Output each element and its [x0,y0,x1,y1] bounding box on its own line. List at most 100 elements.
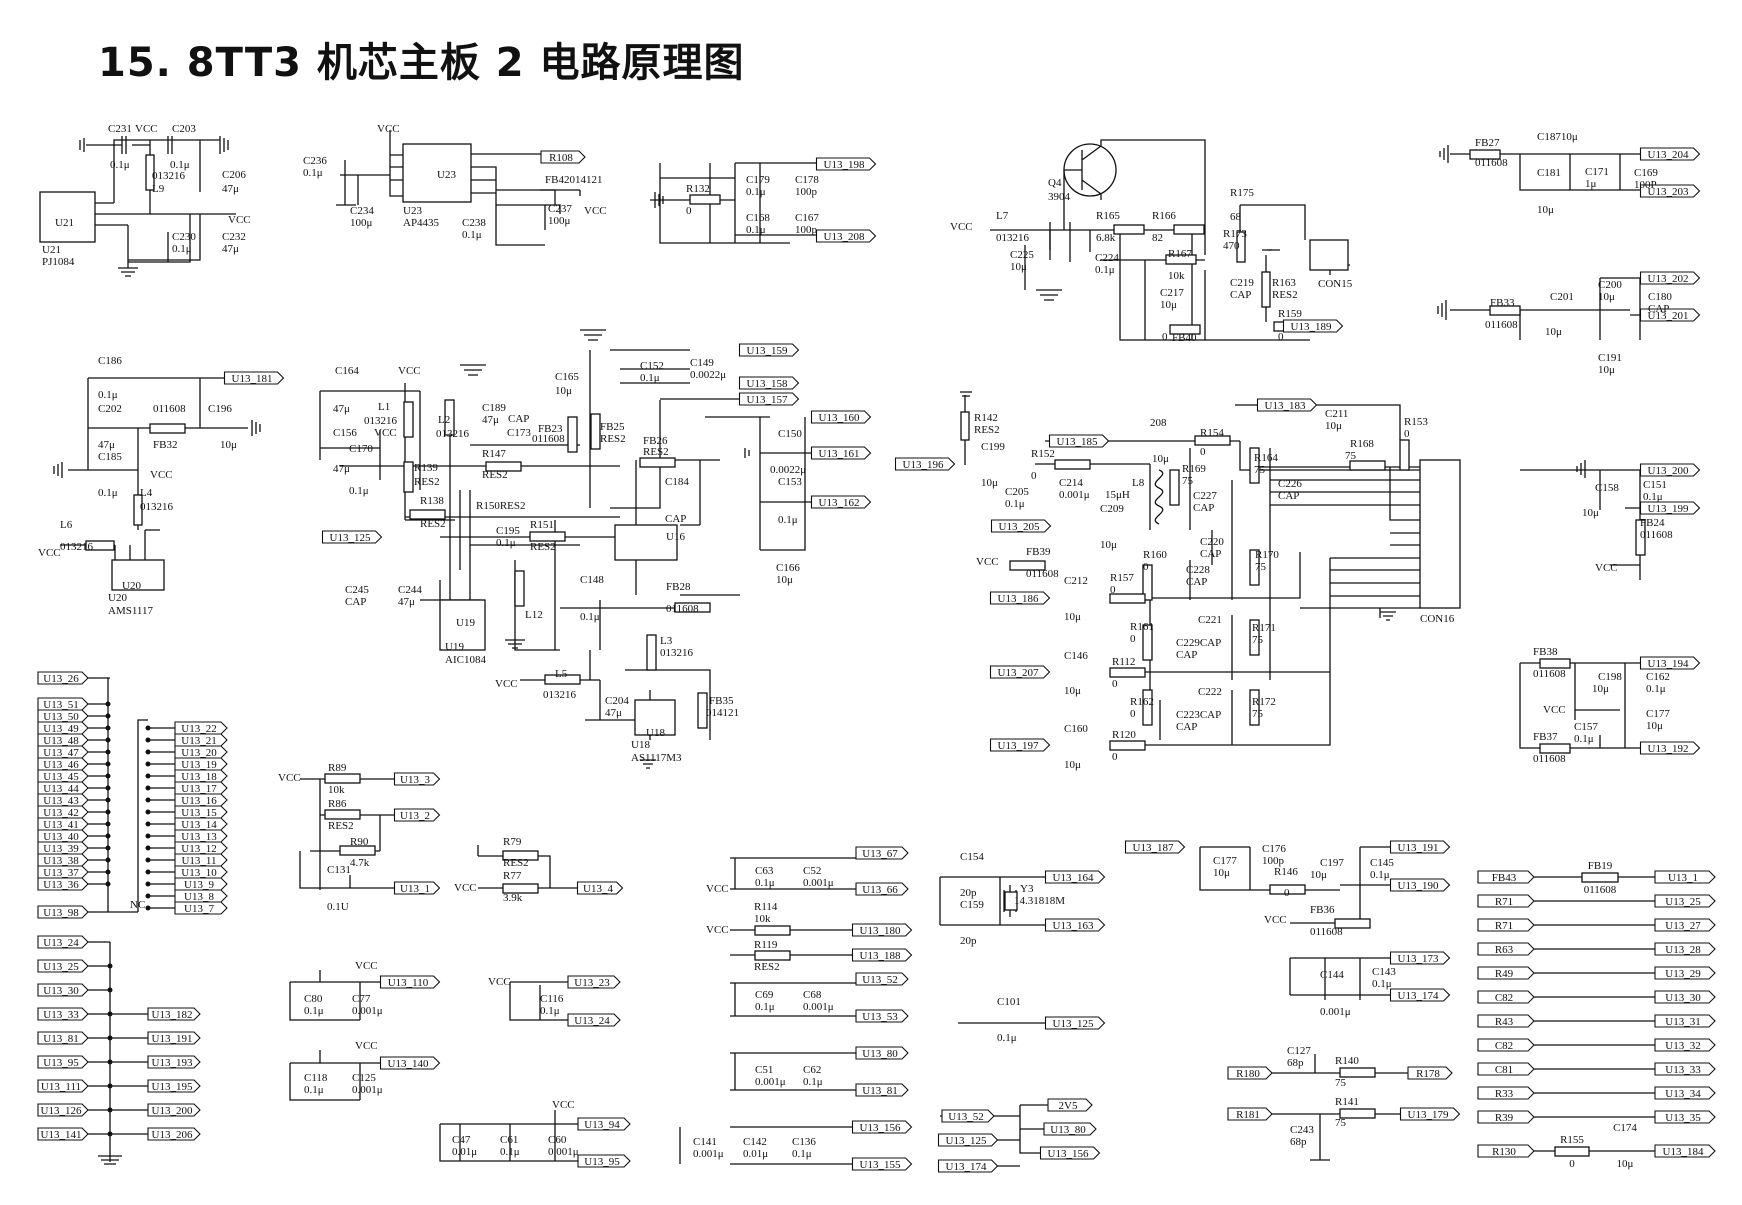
junction-dot [145,857,151,863]
component-label-111: 47μ [333,403,350,415]
net-port-33-label: U13_180 [860,925,901,937]
junction-dot [105,725,111,731]
component-label-39: 0.1μ [746,224,766,236]
junction-dot [145,797,151,803]
left-port-11-label: U13_41 [43,819,78,831]
left-port-16: U13_36 [37,877,89,891]
right-port-2: U13_20 [174,745,228,759]
rnet-right-3-label: U13_28 [1665,944,1701,956]
net-port-8: U13_181 [223,371,285,385]
component-label-285: C63 [755,865,774,877]
component-label-116: C156 [333,427,357,439]
net-port-48-label: U13_174 [1398,990,1439,1002]
bus2-right-4: U13_200 [147,1103,201,1117]
left-port-4: U13_48 [37,733,89,747]
component-label-288: 0.1μ [755,877,775,889]
component-label-120: 0.1μ [349,485,369,497]
net-port-42-label: U13_163 [1053,920,1094,932]
component-label-310: 20p [960,887,977,899]
component-label-54: C225 [1010,249,1034,261]
component-label-343: C80 [304,993,323,1005]
component-label-218: R160 [1143,549,1167,561]
component-label-328: FB36 [1310,904,1335,916]
right-port-6-label: U13_16 [181,795,217,807]
bus2-left-7-label: U13_126 [41,1105,82,1117]
net-port-22: U13_200 [1639,463,1701,477]
component-label-199: R168 [1350,438,1374,450]
component-label-237: R112 [1112,656,1135,668]
component-label-209: C226 [1278,478,1302,490]
component-label-139: CAP [345,596,366,608]
net-port-14: U13_162 [810,495,872,509]
left-port-14-label: U13_38 [43,855,79,867]
component-label-124: RES2 [420,518,446,530]
component-label-149: 10μ [555,385,572,397]
net-port-38: U13_81 [855,1083,909,1097]
component-label-241: 0 [1130,708,1136,720]
right-port-6: U13_16 [174,793,228,807]
rnet-left-6: R43 [1477,1014,1535,1028]
component-label-227: 0 [1110,584,1116,596]
right-port-8: U13_14 [174,817,228,831]
component-label-11: C232 [222,231,246,243]
component-label-279: 0.1U [327,901,349,913]
rnet-left-5-label: C82 [1495,992,1513,1004]
component-label-335: 68p [1287,1057,1304,1069]
component-label-210: CAP [1278,490,1299,502]
net-port-7: U13_201 [1639,308,1701,322]
component-label-185: R152 [1031,448,1055,460]
component-label-104: VCC [38,547,61,559]
component-label-322: 0 [1284,887,1290,899]
net-port-45-label: U13_191 [1398,842,1439,854]
component-label-138: C245 [345,584,369,596]
left-port-12: U13_40 [37,829,89,843]
rnet-left-0: FB43 [1477,870,1535,884]
left-port-2: U13_50 [37,709,89,723]
net-port-2-label: U13_208 [824,231,865,243]
component-label-70: CON15 [1318,278,1353,290]
component-label-25: C237 [548,203,572,215]
component-label-298: 0.001μ [803,1001,834,1013]
net-port-45: U13_191 [1389,840,1451,854]
component-label-89: 10μ [1598,364,1615,376]
component-label-21: 100μ [350,217,373,229]
net-port-46: U13_190 [1389,878,1451,892]
component-label-71: FB27 [1475,137,1500,149]
component-label-95: 0.1μ [98,487,118,499]
bus2-left-1: U13_25 [37,959,89,973]
left-bus-ports: U13_26U13_51U13_50U13_49U13_48U13_47U13_… [37,671,145,919]
c174-label: C174 [1613,1122,1637,1134]
rnet-right-4: U13_29 [1654,966,1716,980]
rnet-right-8-label: U13_33 [1665,1064,1701,1076]
left-port-10-label: U13_42 [43,807,78,819]
component-label-19: 0.1μ [303,167,323,179]
net-port-34: U13_188 [851,948,913,962]
component-label-145: L12 [525,609,543,621]
rnet-right-6-label: U13_31 [1665,1016,1700,1028]
component-label-187: 208 [1150,417,1167,429]
component-label-38: C167 [795,212,819,224]
net-port-63-label: U13_80 [1050,1124,1086,1136]
net-port-29-label: U13_1 [400,883,430,895]
component-label-41: Q4 [1048,177,1062,189]
component-label-276: R90 [350,836,369,848]
component-label-291: 10k [754,913,771,925]
net-port-62-label: 2V5 [1059,1100,1078,1112]
right-port-13: U13_9 [174,877,228,891]
left-port-2-label: U13_50 [43,711,79,723]
left-port-7-label: U13_45 [43,771,79,783]
component-label-159: CAP [665,513,686,525]
component-label-260: C198 [1598,671,1622,683]
rnet-right-7-label: U13_32 [1665,1040,1700,1052]
rnet-right-4-label: U13_29 [1665,968,1701,980]
rnet-mid-0: FB19 [1588,860,1613,872]
net-port-26-label: U13_125 [330,532,371,544]
net-port-31: U13_67 [855,846,909,860]
left-port-0: U13_26 [37,671,89,685]
junction-dot [105,869,111,875]
component-label-223: 75 [1255,561,1267,573]
component-label-49: 6.8k [1096,232,1116,244]
net-port-58: U13_95 [577,1154,631,1168]
right-port-4: U13_18 [174,769,228,783]
